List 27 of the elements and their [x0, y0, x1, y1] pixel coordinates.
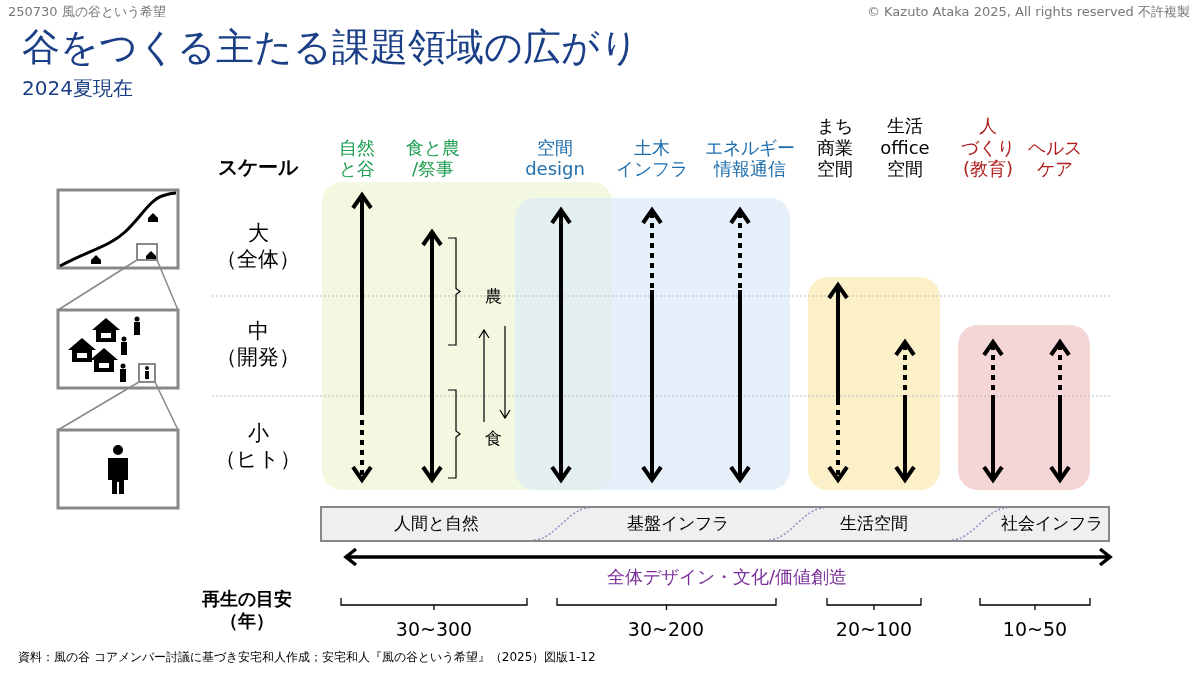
- column-heading: ヘルスケア: [1028, 136, 1082, 180]
- column-heading: 生活office空間: [880, 115, 930, 180]
- column-heading: 食と農/祭事: [406, 136, 460, 180]
- duration-value: 30~200: [627, 618, 705, 642]
- column-heading: 土木インフラ: [616, 136, 688, 180]
- column-heading: 自然と谷: [339, 136, 375, 180]
- duration-value: 30~300: [395, 618, 473, 642]
- column-heading: まち商業空間: [817, 115, 853, 180]
- scale-label: 小（ヒト）: [215, 420, 301, 473]
- axis-title: スケール: [218, 155, 298, 180]
- category-band: [320, 506, 1110, 542]
- column-heading: 空間design: [525, 136, 585, 180]
- source-note: 資料：風の谷 コアメンバー討議に基づき安宅和人作成；安宅和人『風の谷という希望』（2025）図版1-12: [18, 650, 596, 665]
- arrow-label: 全体デザイン・文化/価値創造: [606, 566, 848, 589]
- duration-value: 10~50: [1002, 618, 1068, 642]
- column-heading: 人づくり(教育): [961, 115, 1015, 180]
- scale-label: 中（開発）: [216, 318, 300, 371]
- scale-label: 大（全体）: [216, 220, 300, 273]
- column-heading: エネルギー情報通信: [705, 136, 795, 180]
- copyright-note: © Kazuto Ataka 2025, All rights reserved 不許複製: [866, 4, 1190, 21]
- title: 谷をつくる主たる課題領域の広がり: [22, 24, 639, 71]
- axis-title: 再生の目安（年）: [202, 588, 292, 632]
- duration-value: 20~100: [835, 618, 913, 642]
- bracket-label: 農: [485, 286, 502, 308]
- bracket-label: 食: [485, 428, 502, 450]
- header-note: 250730 風の谷という希望: [8, 4, 166, 21]
- subtitle: 2024夏現在: [22, 76, 133, 101]
